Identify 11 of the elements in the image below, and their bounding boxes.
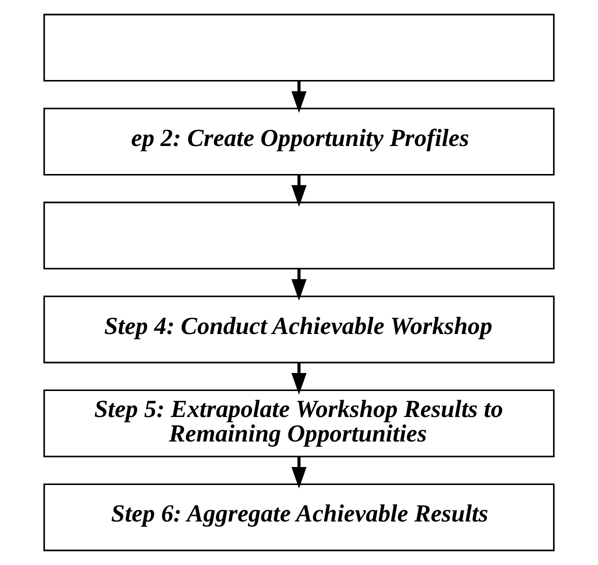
node-box: Step 5: Extrapolate Workshop Results to Remaining Opportunities [43, 390, 555, 458]
node-box: ep 2: Create Opportunity Profiles [43, 108, 555, 176]
node-box: Step 4: Conduct Achievable Workshop [43, 296, 555, 364]
arrow [291, 362, 307, 395]
node-box [43, 202, 555, 270]
node-box: Step 6: Aggregate Achievable Results [43, 483, 555, 552]
arrow [291, 81, 307, 113]
arrow [291, 268, 307, 301]
arrow [291, 456, 307, 489]
arrow [291, 174, 307, 207]
node-box [43, 14, 555, 82]
